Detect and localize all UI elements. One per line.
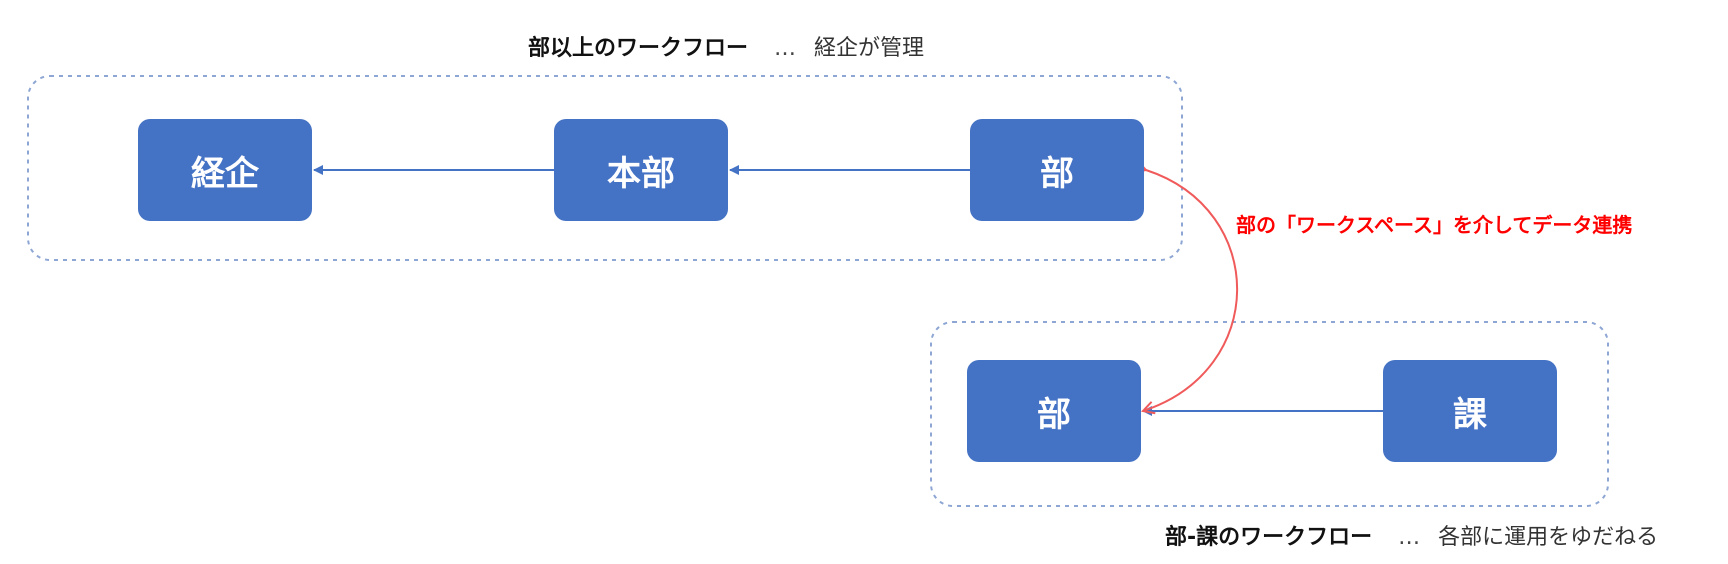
lower-workflow-group: [930, 321, 1609, 507]
node-bu-lower: 部: [967, 360, 1141, 462]
node-bu-upper: 部: [970, 119, 1144, 221]
node-keikaku: 経企: [138, 119, 312, 221]
lower-workflow-title: 部-課のワークフロー … 各部に運用をゆだねる: [1165, 523, 1658, 553]
lower-workflow-ellipsis: …: [1398, 525, 1421, 550]
data-link-label: 部の「ワークスペース」を介してデータ連携: [1236, 213, 1633, 237]
data-link-curve: [1133, 160, 1238, 415]
upper-workflow-ellipsis: …: [774, 36, 797, 61]
lower-workflow-title-label: 部-課のワークフロー: [1165, 525, 1373, 550]
upper-workflow-group: [27, 75, 1183, 261]
node-ka: 課: [1383, 360, 1557, 462]
node-honbu: 本部: [554, 119, 728, 221]
lower-workflow-note: 各部に運用をゆだねる: [1438, 525, 1659, 550]
upper-workflow-title: 部以上のワークフロー … 経企が管理: [528, 34, 924, 64]
upper-workflow-note: 経企が管理: [814, 36, 925, 61]
upper-workflow-title-label: 部以上のワークフロー: [528, 36, 749, 61]
